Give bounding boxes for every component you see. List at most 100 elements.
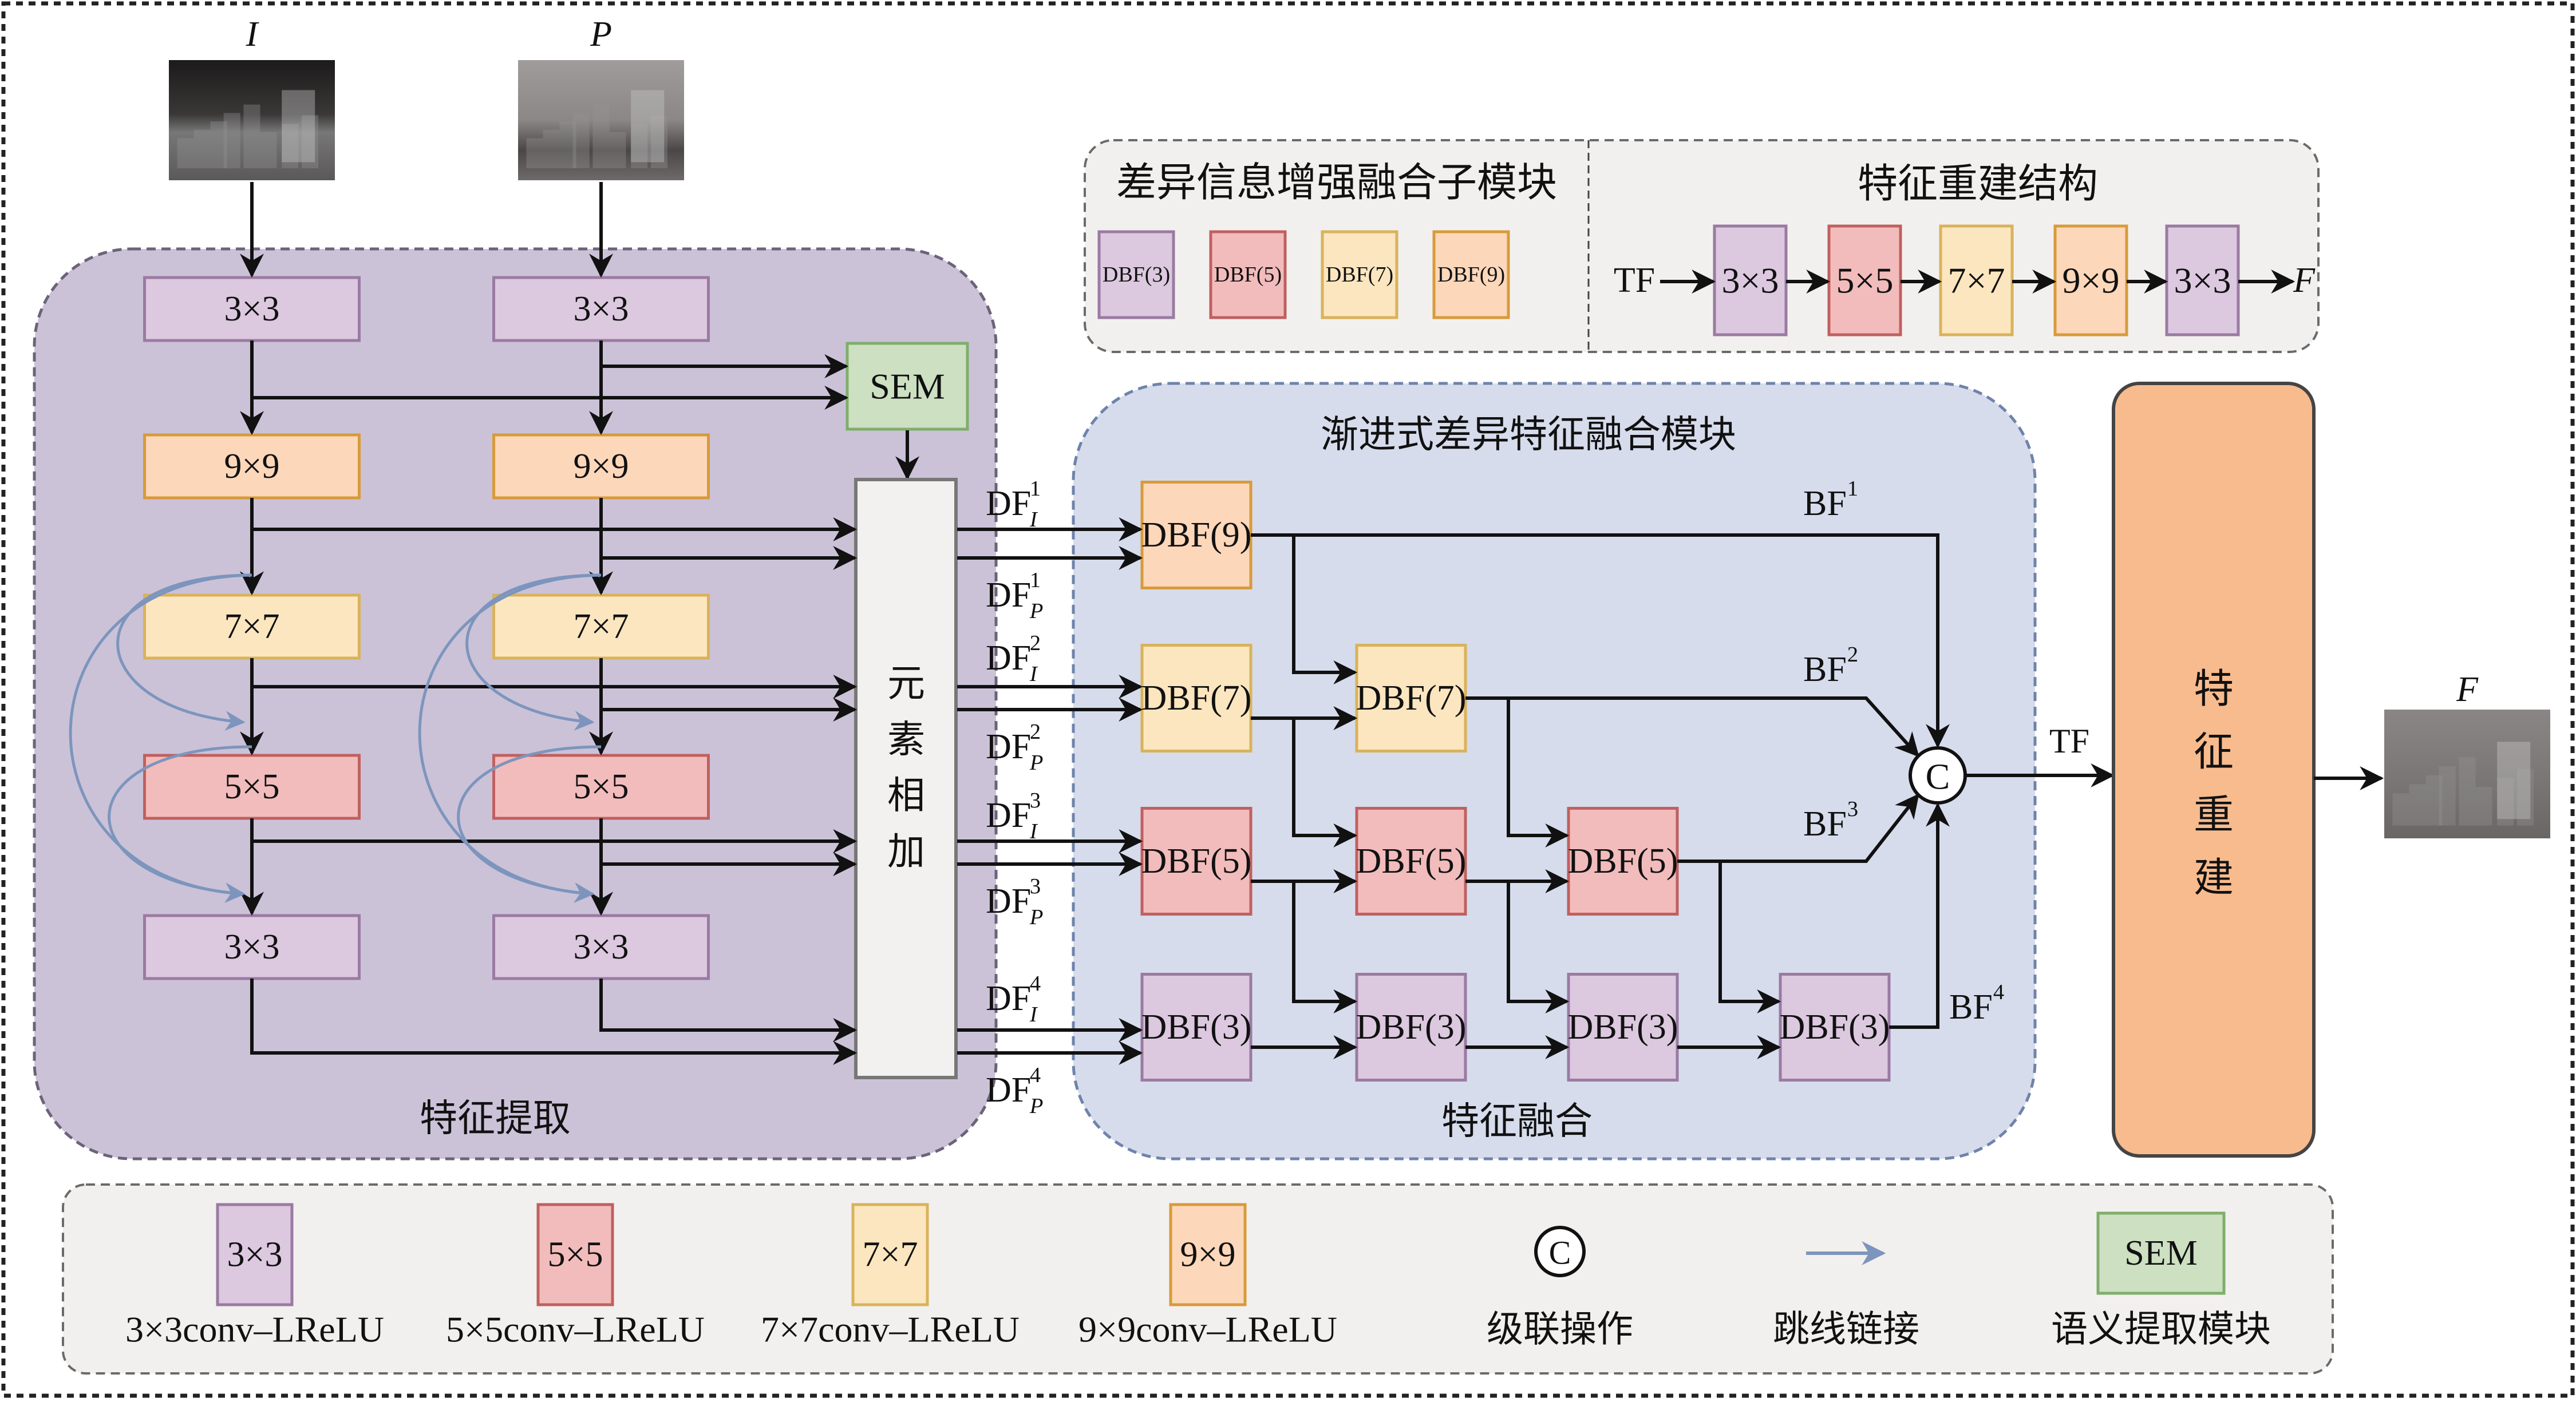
recon-chain-3: 7×7 [1939,224,2014,336]
reconstruction-block [2112,382,2316,1158]
legend-label: 跳线链接 [1773,1309,1919,1350]
feature-extraction-title: 特征提取 [420,1098,571,1140]
fusion-subtitle: 特征融合 [1441,1101,1593,1143]
dbf-block-r4-c2: DBF(3) [1355,973,1467,1082]
legend-swatch-5×5: 5×5 [536,1203,614,1306]
legend-sem-swatch-label: SEM [2124,1234,2197,1273]
input-image-infrared-bg [169,60,335,180]
legend-swatch-9×9: 9×9 [1169,1203,1247,1306]
building-shape [631,124,648,168]
legend-swatch-label: 7×7 [863,1235,918,1274]
fusion-down-arrow-r3-c1 [1251,880,1358,1013]
dbf-block-r3-c3-label: DBF(5) [1568,842,1678,881]
dbf-legend-3: DBF(7) [1321,230,1398,319]
legend-item: 7×7conv–LReLU [761,1309,1020,1350]
df-label-sup: 2 [1030,720,1041,744]
building-shape [2392,793,2409,826]
skip-link-arrow [116,573,252,731]
element-add-label-char: 加 [887,831,925,873]
branch-i-conv-2-rect [143,433,361,500]
building-shape [260,132,277,168]
fe-out-i-2 [250,675,858,699]
reconstruction-label-char: 重 [2194,794,2234,838]
legend-concat-symbol: C [1549,1234,1571,1272]
branch-i-conv-4: 5×5 [143,754,361,820]
legend-sem-swatch: SEM [2096,1211,2226,1295]
branch-i-conv-4-label: 5×5 [224,767,280,806]
bf-label-text: BF [1803,650,1847,689]
fe-out-p-4 [599,979,858,1042]
dbf-block-r2-c1-label: DBF(7) [1141,679,1252,718]
branch-i-conv-2-label: 9×9 [224,447,280,486]
recon-chain-1-label: 3×3 [1721,260,1779,301]
building-shape [526,138,543,168]
tower-shape [282,90,315,163]
recon-chain-5-label: 3×3 [2174,260,2231,301]
dbf-legend-2-label: DBF(5) [1214,263,1282,287]
legend-swatch-3×3: 3×3 [216,1203,294,1306]
bf4-line [1889,802,1950,1029]
branch-i-conv-2: 9×9 [143,433,361,500]
df-label-text: DF [986,1071,1031,1110]
dbf-legend-3-rect [1321,230,1398,319]
bf-label-text: BF [1803,484,1847,523]
branch-p-conv-3: 7×7 [492,593,710,660]
legend-concat-icon [1534,1226,1586,1277]
dbf-block-r4-c4-rect [1779,973,1891,1082]
df-label-sub: P [1029,905,1043,929]
dbf-block-r4-c4: DBF(3) [1779,973,1891,1082]
branch-p-conv-3-label: 7×7 [574,607,629,646]
building-shape [243,104,260,168]
sem-block: SEM [846,342,969,431]
dbf-legend-1-label: DBF(3) [1103,263,1170,287]
branch-p-conv-4-rect [492,754,710,820]
df-label-sub: P [1029,1094,1043,1118]
branch-p-conv-5: 3×3 [492,914,710,980]
fusion-panel [1072,382,2037,1161]
legend-label: 3×3conv–LReLU [125,1309,384,1350]
building-shape [609,132,626,168]
dbf-block-r3-c2-label: DBF(5) [1356,842,1467,881]
fe-out-i-1 [250,517,858,541]
recon-chain-4: 9×9 [2053,224,2128,336]
building-shape [2475,787,2492,826]
building-shape [592,104,610,168]
branch-p-conv-2-label: 9×9 [574,447,629,486]
recon-structure-title: 特征重建结构 [1858,163,2098,207]
legend-item: 9×9conv–LReLU [1078,1309,1337,1350]
recon-chain-4-rect [2053,224,2128,336]
recon-chain-2-rect [1827,224,1902,336]
df-label-text: DF [986,882,1031,921]
dbf-block-r1-c1-label: DBF(9) [1141,516,1252,555]
bf-label-sup: 4 [1993,980,2004,1004]
branch-p-conv-1-label: 3×3 [574,290,629,328]
building-shape [572,113,590,168]
legend-label: 5×5conv–LReLU [446,1309,705,1350]
tf-label: TF [2049,722,2089,760]
building-shape [2459,757,2476,826]
recon-chain-2-label: 5×5 [1836,260,1893,301]
building-shape [210,121,227,168]
concat-symbol: C [1926,757,1950,797]
df-label-sub: I [1029,662,1038,686]
dbf-block-r2-c1: DBF(7) [1140,644,1253,753]
skip-link-arrow [457,745,602,903]
dbf-legend-2: DBF(5) [1209,230,1287,319]
df-label-sup: 1 [1030,477,1041,501]
legend-label: 9×9conv–LReLU [1078,1309,1337,1350]
branch-p-conv-2: 9×9 [492,433,710,500]
dbf-block-r2-c2-label: DBF(7) [1356,679,1467,718]
bf-label-text: BF [1949,988,1993,1027]
building-shape [2517,769,2534,826]
building-shape [223,113,240,168]
